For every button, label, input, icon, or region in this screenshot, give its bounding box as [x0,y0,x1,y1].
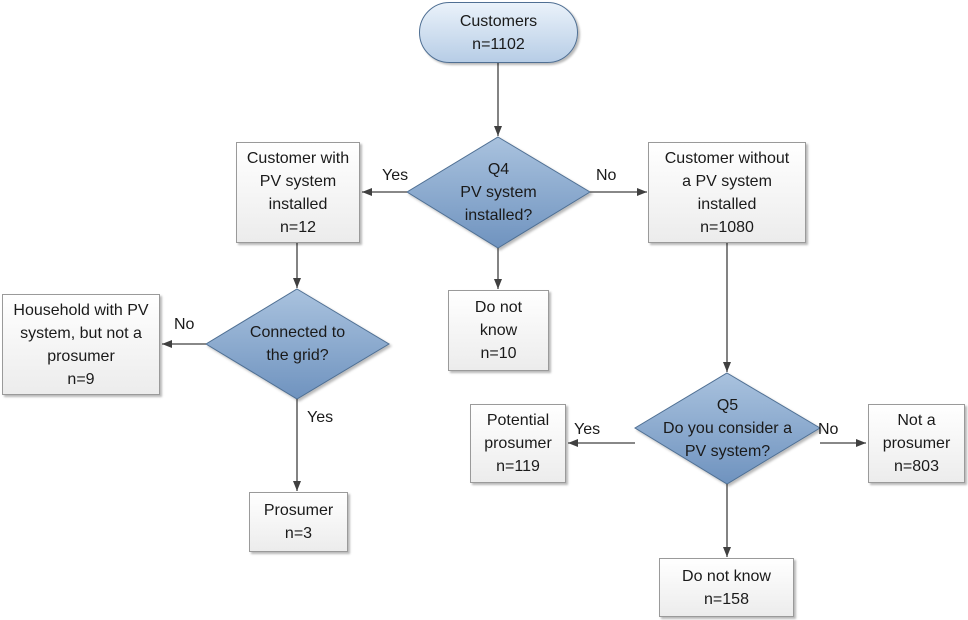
with-pv-line: installed [268,195,328,213]
q4-line: installed? [464,207,533,224]
not-prosumer-line: prosumer [882,435,951,452]
connectors [162,63,866,557]
box-q5-do-not-know: Do not know n=158 [659,558,794,617]
q5-dont-know-line: Do not know [682,567,771,585]
label-grid-no: No [174,316,195,333]
with-pv-line: PV system [259,172,337,190]
q5-line: Do you consider a [663,420,792,437]
label-q4-no: No [596,167,617,184]
q5-dont-know-count: n=158 [704,590,749,608]
potential-count: n=119 [496,458,540,475]
box-customer-with-pv: Customer with PV system installed n=12 [236,142,360,243]
box-household-not-prosumer: Household with PV system, but not a pros… [2,294,160,395]
with-pv-line: Customer with [246,149,350,167]
label-q4-yes: Yes [382,167,409,184]
label-grid-yes: Yes [307,409,334,426]
q4-text: Q4 PV system installed? [407,137,590,248]
without-pv-line: installed [697,195,757,213]
box-potential-prosumer: Potential prosumer n=119 [470,404,566,483]
grid-line: Connected to [249,324,346,341]
q4-dont-know-line: know [479,322,518,339]
label-q5-no: No [818,421,839,438]
without-pv-line: a PV system [682,172,772,190]
q4-dont-know-line: Do not [474,299,523,316]
household-line: Household with PV [13,301,149,319]
start-customers: Customers n=1102 [419,2,578,63]
prosumer-count: n=3 [284,525,313,542]
q5-line: PV system? [684,443,771,460]
with-pv-count: n=12 [279,218,317,236]
q4-line: PV system [460,184,537,201]
box-not-a-prosumer: Not a prosumer n=803 [868,404,965,483]
start-count: n=1102 [472,35,525,53]
box-prosumer: Prosumer n=3 [249,492,348,552]
q4-line: Q4 [487,161,510,178]
without-pv-count: n=1080 [700,218,754,236]
grid-text: Connected to the grid? [206,289,389,399]
household-count: n=9 [67,370,95,388]
box-q4-do-not-know: Do not know n=10 [448,290,549,371]
potential-line: Potential [486,412,550,429]
q5-text: Q5 Do you consider a PV system? [635,373,820,484]
q4-dont-know-count: n=10 [480,345,517,362]
not-prosumer-line: Not a [897,412,936,429]
household-line: prosumer [47,347,115,365]
box-customer-without-pv: Customer without a PV system installed n… [648,142,806,243]
prosumer-line: Prosumer [263,502,334,519]
grid-line: the grid? [266,347,329,364]
label-q5-yes: Yes [574,421,601,438]
not-prosumer-count: n=803 [894,458,939,475]
household-line: system, but not a [20,324,142,342]
q5-line: Q5 [716,397,739,414]
start-line: Customers [459,12,538,30]
without-pv-line: Customer without [664,149,790,167]
potential-line: prosumer [484,435,552,452]
